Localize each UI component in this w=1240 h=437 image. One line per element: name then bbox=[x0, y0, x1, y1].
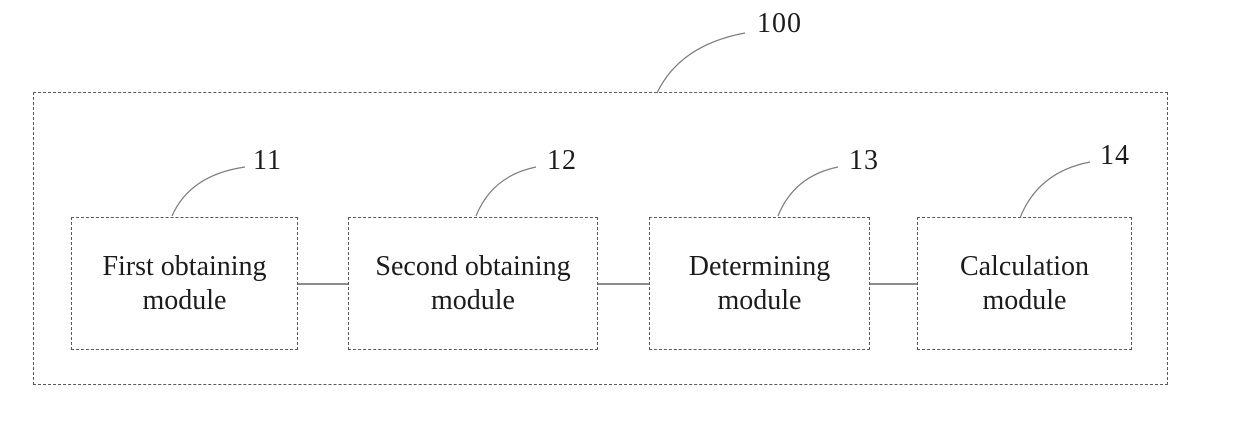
ref-number-second-obtaining: 12 bbox=[547, 145, 577, 176]
ref-number-outer-system: 100 bbox=[757, 8, 802, 39]
leader-line-100 bbox=[656, 32, 746, 94]
module-label: Second obtaining module bbox=[375, 251, 571, 316]
module-label: Calculation module bbox=[959, 251, 1090, 316]
ref-number-first-obtaining: 11 bbox=[253, 145, 282, 176]
module-box-first-obtaining: First obtaining module bbox=[71, 217, 298, 350]
outer-system-box bbox=[33, 92, 1168, 385]
module-box-second-obtaining: Second obtaining module bbox=[348, 217, 598, 350]
module-box-calculation: Calculation module bbox=[917, 217, 1132, 350]
ref-number-calculation: 14 bbox=[1100, 140, 1130, 171]
module-label: Determining module bbox=[688, 251, 831, 316]
ref-number-determining: 13 bbox=[849, 145, 879, 176]
module-label: First obtaining module bbox=[102, 251, 267, 316]
module-box-determining: Determining module bbox=[649, 217, 870, 350]
